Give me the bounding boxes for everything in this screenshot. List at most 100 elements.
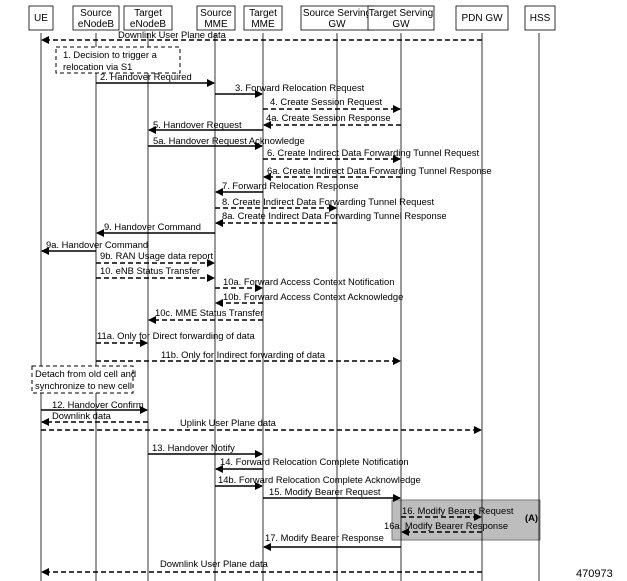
message-15: 9b. RAN Usage data report	[96, 250, 215, 267]
message-label: 4. Create Session Request	[270, 96, 382, 107]
message-label: 5. Handover Request	[153, 119, 242, 130]
participant-box	[243, 5, 283, 31]
message-3: 3. Forward Relocation Request	[215, 82, 365, 98]
message-5: 4a. Create Session Response	[263, 112, 401, 129]
message-4: 4. Create Session Request	[263, 96, 401, 113]
participant-box	[196, 5, 236, 31]
message-27: 14b. Forward Relocation Complete Acknowl…	[215, 474, 421, 490]
message-24: Uplink User Plane data	[41, 417, 482, 434]
message-label: 4a. Create Session Response	[266, 112, 391, 123]
message-18: 10b. Forward Access Context Acknowledge	[215, 291, 403, 307]
message-label: 10c. MME Status Transfer	[155, 307, 263, 318]
note-box	[31, 365, 134, 394]
region-a: (A)	[391, 499, 541, 541]
participant-box	[524, 5, 556, 31]
message-label: 7. Forward Relocation Response	[222, 180, 359, 191]
participant-box	[72, 5, 120, 31]
message-label: 9. Handover Command	[104, 221, 201, 232]
region-a-label: (A)	[525, 512, 538, 523]
message-9: 6a. Create Indirect Data Forwarding Tunn…	[263, 165, 492, 181]
region-a-box	[391, 499, 541, 541]
message-2: 2. Handover Required	[96, 71, 215, 87]
message-29: 16. Modify Bearer Request	[401, 505, 514, 521]
message-label: 8. Create Indirect Data Forwarding Tunne…	[222, 196, 434, 207]
message-label: 15. Modify Bearer Request	[269, 486, 381, 497]
message-label: Downlink User Plane data	[160, 558, 269, 569]
message-label: 11a. Only for Direct forwarding of data	[97, 330, 255, 341]
message-label: 5a. Handover Request Acknowledge	[153, 135, 305, 146]
message-label: 12. Handover Confirm	[52, 399, 144, 410]
message-6: 5. Handover Request	[148, 119, 263, 134]
message-19: 10c. MME Status Transfer	[148, 307, 263, 324]
message-label: 3. Forward Relocation Request	[235, 82, 365, 93]
message-26: 14. Forward Relocation Complete Notifica…	[215, 456, 409, 473]
message-label: 16a. Modify Bearer Response	[384, 520, 508, 531]
participant-box	[28, 5, 54, 31]
message-label: 9b. RAN Usage data report	[100, 250, 213, 261]
message-label: 14. Forward Relocation Complete Notifica…	[220, 456, 409, 467]
message-label: 17. Modify Bearer Response	[265, 532, 384, 543]
note-box	[55, 46, 181, 74]
message-label: 10a. Forward Access Context Notification	[223, 276, 394, 287]
message-label: 14b. Forward Relocation Complete Acknowl…	[218, 474, 421, 485]
message-label: 6. Create Indirect Data Forwarding Tunne…	[267, 147, 479, 158]
message-7: 5a. Handover Request Acknowledge	[148, 135, 305, 150]
figure-number: 470973	[576, 568, 613, 580]
participant-name: PDN GW	[461, 13, 503, 24]
participant-box	[367, 5, 435, 31]
message-label: 2. Handover Required	[100, 71, 192, 82]
message-label: 8a. Create Indirect Data Forwarding Tunn…	[222, 210, 447, 221]
message-28: 15. Modify Bearer Request	[263, 486, 401, 502]
message-11: 8. Create Indirect Data Forwarding Tunne…	[215, 196, 434, 212]
message-13: 9. Handover Command	[96, 221, 215, 237]
message-20: 11a. Only for Direct forwarding of data	[96, 330, 255, 347]
messages: Downlink User Plane data 2. Handover Requ…	[41, 29, 514, 576]
message-16: 10. eNB Status Transfer	[96, 265, 215, 282]
participant-box	[455, 5, 509, 31]
message-label: Downlink data	[52, 410, 112, 421]
message-12: 8a. Create Indirect Data Forwarding Tunn…	[215, 210, 447, 227]
message-label: 13. Handover Notify	[152, 442, 235, 453]
message-label: 6a. Create Indirect Data Forwarding Tunn…	[267, 165, 492, 176]
message-label: 10b. Forward Access Context Acknowledge	[223, 291, 403, 302]
message-22: 12. Handover Confirm	[41, 399, 148, 414]
participant-name: HSS	[530, 13, 551, 24]
message-23: Downlink data	[41, 410, 148, 426]
message-label: Uplink User Plane data	[180, 417, 277, 428]
message-label: 9a. Handover Command	[46, 239, 148, 250]
message-14: 9a. Handover Command	[41, 239, 148, 255]
message-label: 10. eNB Status Transfer	[100, 265, 200, 276]
message-31: 17. Modify Bearer Response	[263, 532, 401, 551]
message-25: 13. Handover Notify	[148, 442, 263, 458]
participant-hss: HSS	[524, 5, 556, 31]
participant-pdn: PDN GW	[455, 5, 509, 31]
message-17: 10a. Forward Access Context Notification	[215, 276, 394, 292]
message-10: 7. Forward Relocation Response	[215, 180, 359, 196]
message-1: Downlink User Plane data	[41, 29, 482, 44]
message-30: 16a. Modify Bearer Response	[384, 520, 508, 536]
message-label: 11b. Only for Indirect forwarding of dat…	[161, 349, 326, 360]
participant-ue: UE	[28, 5, 54, 31]
message-label: Downlink User Plane data	[118, 29, 227, 40]
participant-name: UE	[34, 13, 48, 24]
participant-box	[123, 5, 173, 31]
message-32: Downlink User Plane data	[41, 558, 482, 576]
message-21: 11b. Only for Indirect forwarding of dat…	[96, 349, 401, 365]
